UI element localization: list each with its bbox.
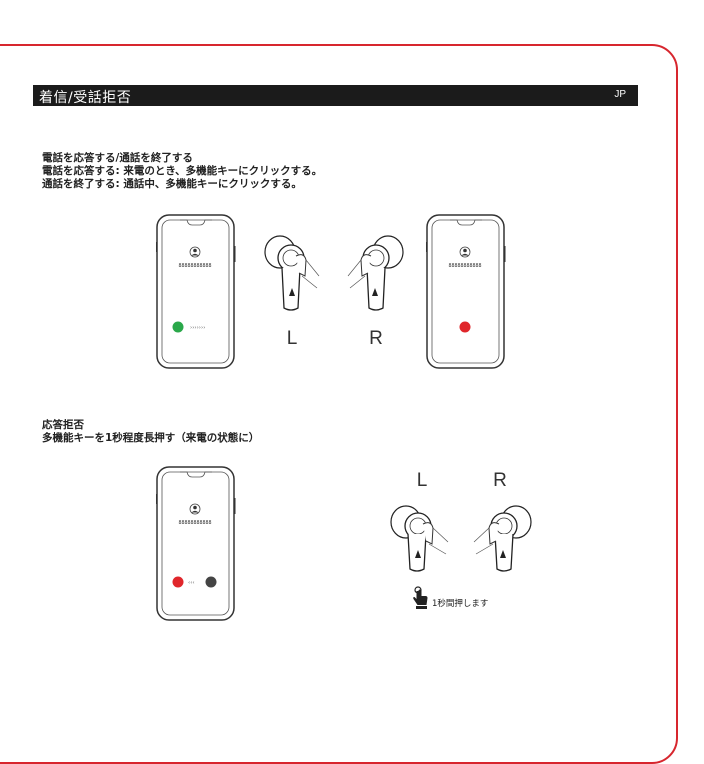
decline-call-icon [172, 576, 184, 588]
section-header-bar: 着信/受話拒否 JP [33, 85, 638, 106]
swipe-left-arrows: ‹‹‹ [188, 580, 195, 586]
section-title: 着信/受話拒否 [39, 90, 132, 106]
earbud-left-label: L [417, 470, 428, 491]
hand-press-icon [413, 586, 428, 609]
answer-call-icon [205, 576, 217, 588]
earbud-right-label: R [369, 328, 383, 348]
caller-number: 88888888888 [448, 263, 481, 269]
answer-call-icon [172, 321, 184, 333]
end-call-line: 通話を終了する: 通話中、多機能キーにクリックする。 [42, 178, 302, 190]
reject-line: 多機能キーを1秒程度長押す（来電の状態に） [42, 432, 260, 444]
earbud-right-label: R [493, 470, 507, 491]
answer-line: 電話を応答する: 来電のとき、多機能キーにクリックする。 [42, 165, 323, 177]
phone-in-call-end-illustration: 88888888888 [426, 214, 506, 369]
earbud-left-label: L [287, 328, 298, 348]
phone-incoming-answer-illustration: 88888888888 ››››››› [156, 214, 236, 369]
language-tag: JP [614, 89, 626, 100]
end-call-icon [459, 321, 471, 333]
caller-number: 88888888888 [178, 263, 211, 269]
earbud-left-illustration: L [264, 235, 320, 348]
phone-incoming-reject-illustration: 88888888888 ‹‹‹ [156, 466, 236, 621]
reject-heading: 応答拒否 [42, 419, 84, 431]
answer-heading: 電話を応答する/通話を終了する [42, 152, 193, 164]
earbud-right-hold-illustration: R [473, 470, 532, 572]
swipe-right-arrows: ››››››› [190, 325, 205, 331]
hold-duration-caption: 1秒間押します [432, 599, 489, 609]
caller-number: 88888888888 [178, 520, 211, 526]
reject-instructions: 応答拒否 多機能キーを1秒程度長押す（来電の状態に） [42, 419, 259, 445]
answer-instructions: 電話を応答する/通話を終了する 電話を応答する: 来電のとき、多機能キーにクリッ… [42, 152, 322, 191]
earbud-right-illustration: R [347, 235, 404, 348]
earbud-left-hold-illustration: L [390, 470, 449, 572]
